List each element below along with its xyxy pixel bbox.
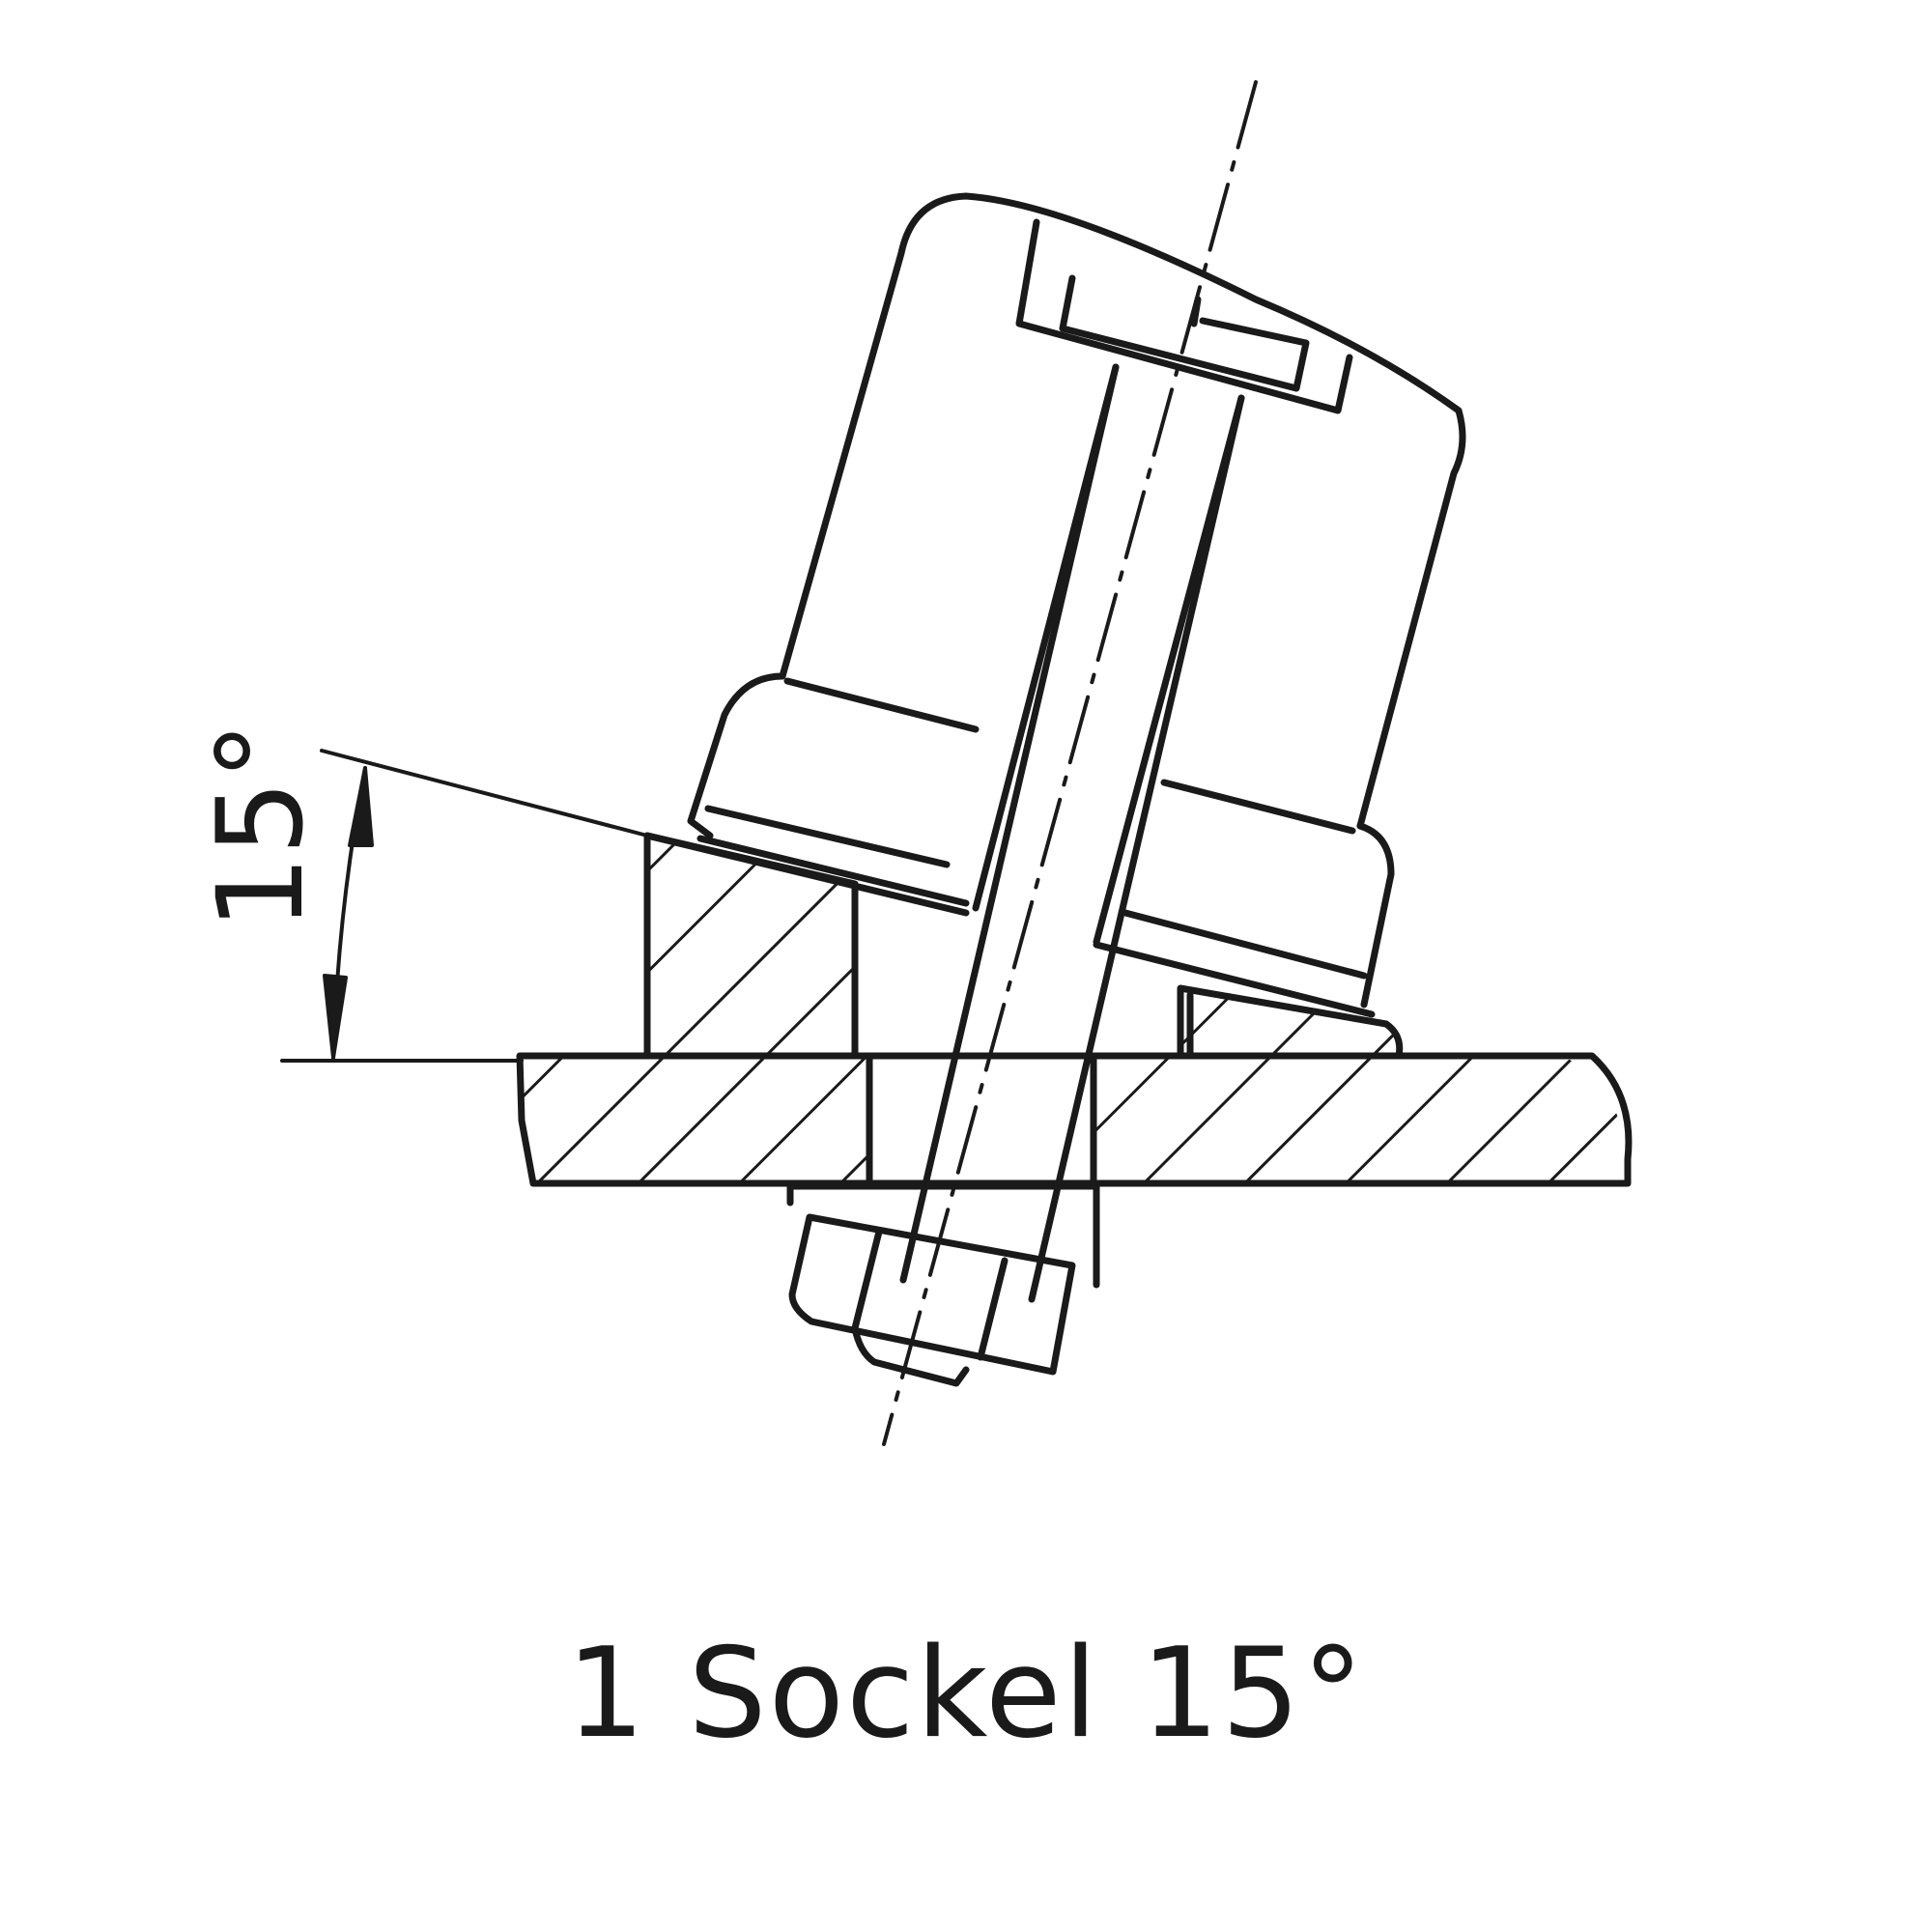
wedge-socket-top-face	[643, 832, 970, 917]
housing-seam-upper-right	[1160, 779, 1356, 835]
wedge-socket-right-hatch	[1180, 988, 1401, 1056]
bolt-shaft-right	[1028, 394, 1245, 1303]
nut-face-left	[851, 1228, 883, 1332]
housing-bottom-edge	[696, 835, 970, 907]
housing-bottom-edge-right	[1093, 941, 1376, 1018]
device-body-outline	[779, 192, 1466, 830]
device-lower-housing-right	[1356, 822, 1395, 1009]
housing-seam-lower-left	[704, 805, 951, 868]
base-plate-hatch-right	[1094, 1056, 1625, 1183]
housing-seam-lower-right	[1122, 909, 1368, 980]
dimension-extension-line	[320, 749, 649, 838]
wedge-socket-right-outline	[1177, 984, 1404, 1060]
bolt-shaft-left	[899, 363, 1120, 1284]
bolt-head	[1059, 274, 1310, 392]
bolt-tip	[851, 1324, 970, 1387]
washer	[786, 1182, 1100, 1289]
bolt	[786, 363, 1245, 1387]
base-plate-outline	[516, 1052, 1633, 1187]
base-plate	[516, 1052, 1633, 1187]
device-lower-housing	[687, 672, 786, 839]
wedge-socket	[643, 832, 1404, 1060]
angle-dimension	[320, 749, 649, 1060]
dimension-arrow-top	[348, 766, 374, 847]
nut	[788, 1213, 1076, 1376]
housing-seam-upper-left	[783, 677, 980, 733]
angle-label: 15°	[192, 722, 329, 930]
nut-face-right	[977, 1257, 1009, 1361]
wedge-socket-left-hatch	[647, 836, 855, 1056]
dimension-arrow-bottom	[323, 974, 348, 1060]
base-plate-hatch	[524, 1056, 869, 1183]
centerline	[882, 80, 1258, 1446]
caption: 1 Sockel 15°	[566, 1622, 1366, 1766]
